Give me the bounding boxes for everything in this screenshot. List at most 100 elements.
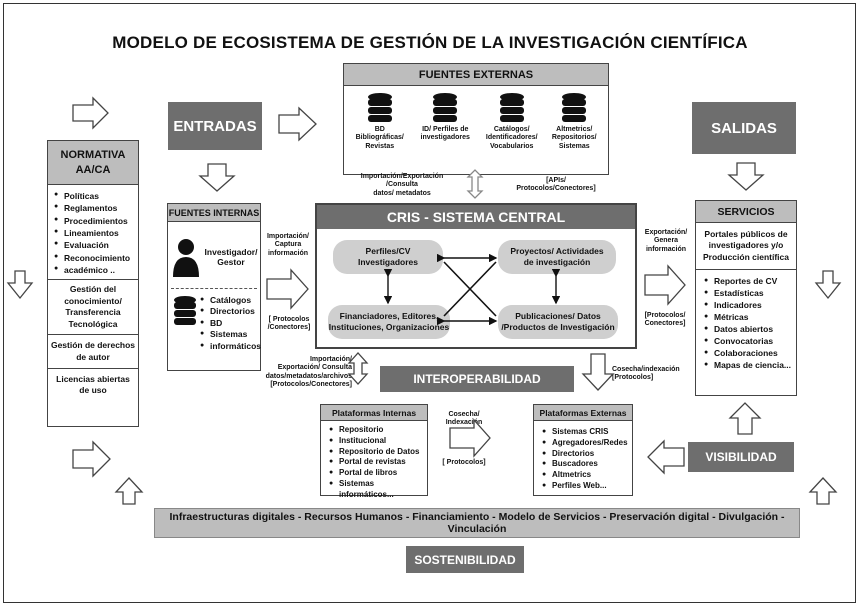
arrow-up-icon bbox=[808, 477, 838, 505]
node-label: Investigadores bbox=[358, 257, 418, 267]
list-item: Reglamentos bbox=[54, 202, 134, 214]
licencias-box: Licencias abiertas de uso bbox=[48, 369, 138, 402]
plataformas-externas-box: Plataformas Externas Sistemas CRIS Agreg… bbox=[533, 404, 633, 496]
label-import-top: Importación/Exportación /Consulta datos/… bbox=[352, 173, 452, 198]
list-item: Sistemas informáticos... bbox=[329, 479, 425, 501]
node-label: Instituciones, Organizaciones bbox=[328, 322, 450, 332]
fe-label: Vocabularios bbox=[490, 142, 534, 150]
list-item: Sistemas bbox=[200, 329, 261, 340]
double-arrow-icon bbox=[466, 169, 484, 199]
fe-label: Catálogos/ bbox=[493, 126, 530, 133]
database-icon bbox=[481, 92, 543, 126]
visibilidad-box: VISIBILIDAD bbox=[688, 442, 794, 472]
label-export-right: Exportación/ Genera información bbox=[638, 229, 694, 254]
node-financiadores: Financiadores, Editores,Instituciones, O… bbox=[328, 305, 450, 339]
list-item: Repositorio bbox=[329, 425, 425, 436]
interoperabilidad-box: INTEROPERABILIDAD bbox=[380, 366, 574, 392]
label-import-bottom: Importación/ Exportación/ Consulta datos… bbox=[252, 356, 352, 390]
database-icon bbox=[172, 295, 198, 352]
fe-item-altmetrics: Altmetrics/Repositorios/Sistemas bbox=[546, 92, 602, 151]
label-line: Exportación/ bbox=[644, 229, 688, 236]
diagram-frame bbox=[3, 3, 856, 603]
label-line: /Conectores] bbox=[267, 324, 311, 332]
list-item: BD bbox=[200, 318, 261, 329]
list-item: Indicadores bbox=[704, 300, 794, 312]
list-item: Directorios bbox=[200, 306, 261, 317]
fuentes-internas-box: FUENTES INTERNAS Investigador/ Gestor Ca… bbox=[167, 203, 261, 371]
label-line: Genera bbox=[653, 237, 679, 245]
person-label: Gestor bbox=[217, 257, 245, 267]
arrow-right-icon bbox=[72, 440, 111, 478]
list-item: Procedimientos bbox=[54, 215, 134, 227]
fe-label: Bibliográficas/ bbox=[355, 134, 404, 142]
list-item-text: académico .. bbox=[64, 264, 116, 275]
investigador-row: Investigador/ Gestor bbox=[168, 222, 260, 282]
fuentes-internas-header: FUENTES INTERNAS bbox=[168, 204, 260, 222]
list-item: Altmetrics bbox=[542, 470, 630, 481]
node-label: Perfiles/CV bbox=[365, 246, 411, 257]
label-line: Cosecha/indexación bbox=[612, 366, 680, 373]
pi-list: Repositorio Institucional Repositorio de… bbox=[321, 421, 427, 501]
label-line: [APIs/ bbox=[546, 177, 566, 184]
arrow-down-icon bbox=[6, 270, 34, 300]
list-item: Buscadores bbox=[542, 459, 630, 470]
label-line: /Consulta bbox=[386, 181, 418, 189]
list-item-cont: Institucional bbox=[329, 436, 425, 447]
database-icon bbox=[350, 92, 410, 126]
arrow-up-icon bbox=[114, 477, 144, 505]
box-line: Gestión del bbox=[69, 284, 117, 295]
gestion-conocimiento-box: Gestión del conocimiento/ Transferencia … bbox=[48, 280, 138, 336]
normativa-header: NORMATIVA AA/CA bbox=[48, 141, 138, 185]
node-label: /Productos de Investigación bbox=[501, 322, 615, 332]
normativa-title: NORMATIVA bbox=[60, 149, 126, 162]
sostenibilidad-box: SOSTENIBILIDAD bbox=[406, 546, 524, 573]
label-cosecha-mid: Cosecha/ Indexación bbox=[434, 411, 494, 428]
list-item: Métricas bbox=[704, 312, 794, 324]
normativa-subtitle: AA/CA bbox=[75, 163, 111, 176]
list-item-cont: académico .. bbox=[54, 264, 134, 276]
node-label: Financiadores, Editores, bbox=[339, 311, 439, 322]
arrow-down-icon bbox=[581, 353, 615, 391]
servicios-box: SERVICIOS Portales públicos de investiga… bbox=[695, 200, 797, 396]
person-icon bbox=[172, 237, 200, 277]
entradas-box: ENTRADAS bbox=[168, 102, 262, 150]
portales-box: Portales públicos de investigadores y/o … bbox=[696, 223, 796, 271]
arrow-down-icon bbox=[814, 270, 842, 300]
fuentes-externas-header: FUENTES EXTERNAS bbox=[344, 64, 608, 86]
list-item: Repositorio de Datos bbox=[329, 447, 425, 458]
cris-header: CRIS - SISTEMA CENTRAL bbox=[317, 205, 635, 229]
divider bbox=[171, 288, 257, 289]
catalogos-row: Catálogos Directorios BD Sistemas inform… bbox=[168, 289, 262, 352]
arrow-right-icon bbox=[644, 264, 686, 306]
list-item-text: informáticos bbox=[210, 340, 262, 351]
pe-list: Sistemas CRIS Agregadores/Redes Director… bbox=[534, 421, 632, 492]
list-item: Agregadores/Redes bbox=[542, 438, 630, 449]
arrow-right-icon bbox=[278, 106, 317, 142]
list-item: Catálogos bbox=[200, 295, 261, 306]
normativa-box: NORMATIVA AA/CA Políticas Reglamentos Pr… bbox=[47, 140, 139, 427]
database-icon bbox=[546, 92, 602, 126]
label-line: Importación/Exportación bbox=[360, 173, 444, 180]
box-line: conocimiento/ bbox=[64, 295, 122, 306]
list-item: Perfiles Web... bbox=[542, 481, 630, 492]
arrow-down-icon bbox=[198, 163, 236, 192]
label-line: Protocolos/Conectores] bbox=[516, 185, 596, 193]
list-item: Portal de revistas bbox=[329, 457, 425, 468]
list-item: Reconocimiento bbox=[54, 252, 134, 264]
fe-label: Revistas bbox=[365, 142, 395, 150]
diagram-title: MODELO DE ECOSISTEMA DE GESTIÓN DE LA IN… bbox=[112, 33, 748, 52]
label-line: Exportación/ Consulta bbox=[277, 364, 352, 372]
label-prot-left: [ Protocolos /Conectores] bbox=[264, 316, 314, 333]
fe-label: investigadores bbox=[420, 134, 470, 142]
label-line: [ Protocolos bbox=[268, 316, 310, 323]
label-apis: [APIs/ Protocolos/Conectores] bbox=[506, 177, 606, 194]
box-line: de uso bbox=[79, 385, 107, 396]
arrow-right-icon bbox=[72, 96, 109, 130]
plataformas-internas-header: Plataformas Internas bbox=[321, 405, 427, 421]
box-line: Gestión de derechos bbox=[50, 340, 136, 351]
list-item-text: Institucional bbox=[339, 435, 387, 445]
label-line: información bbox=[645, 245, 687, 253]
